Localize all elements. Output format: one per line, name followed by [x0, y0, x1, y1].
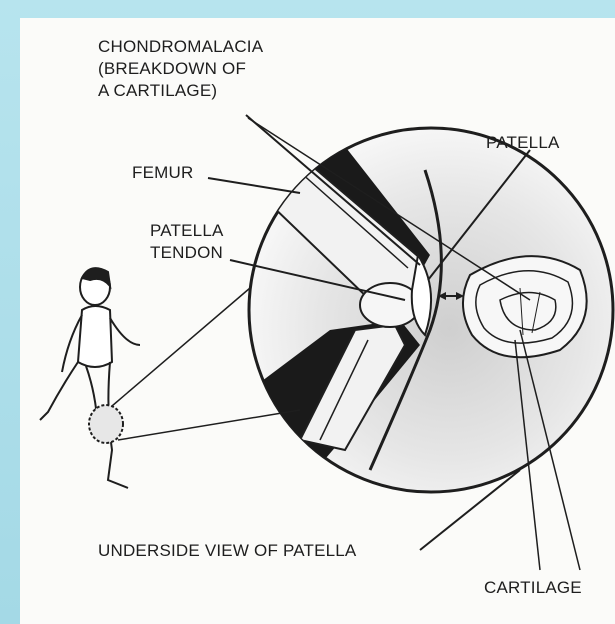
patella-tendon-line-1: Patella	[150, 220, 224, 242]
femur-label: Femur	[132, 162, 193, 184]
patella-tendon-label: Patella Tendon	[150, 220, 224, 264]
chondromalacia-line-2: (Breakdown of	[98, 58, 263, 80]
patella-tendon-line-2: Tendon	[150, 242, 224, 264]
chondromalacia-line-1: Chondromalacia	[98, 36, 263, 58]
femur-leader	[208, 178, 300, 193]
chondromalacia-label: Chondromalacia (Breakdown of a Cartilage…	[98, 36, 263, 102]
patella-label: Patella	[486, 132, 560, 154]
cartilage-label: Cartilage	[484, 577, 582, 599]
underside-view-label: Underside View of Patella	[98, 540, 356, 562]
knee-joint	[360, 283, 420, 327]
chondromalacia-line-3: a Cartilage)	[98, 80, 263, 102]
runner-figure	[40, 268, 140, 488]
runner-knee-highlight	[89, 405, 123, 443]
